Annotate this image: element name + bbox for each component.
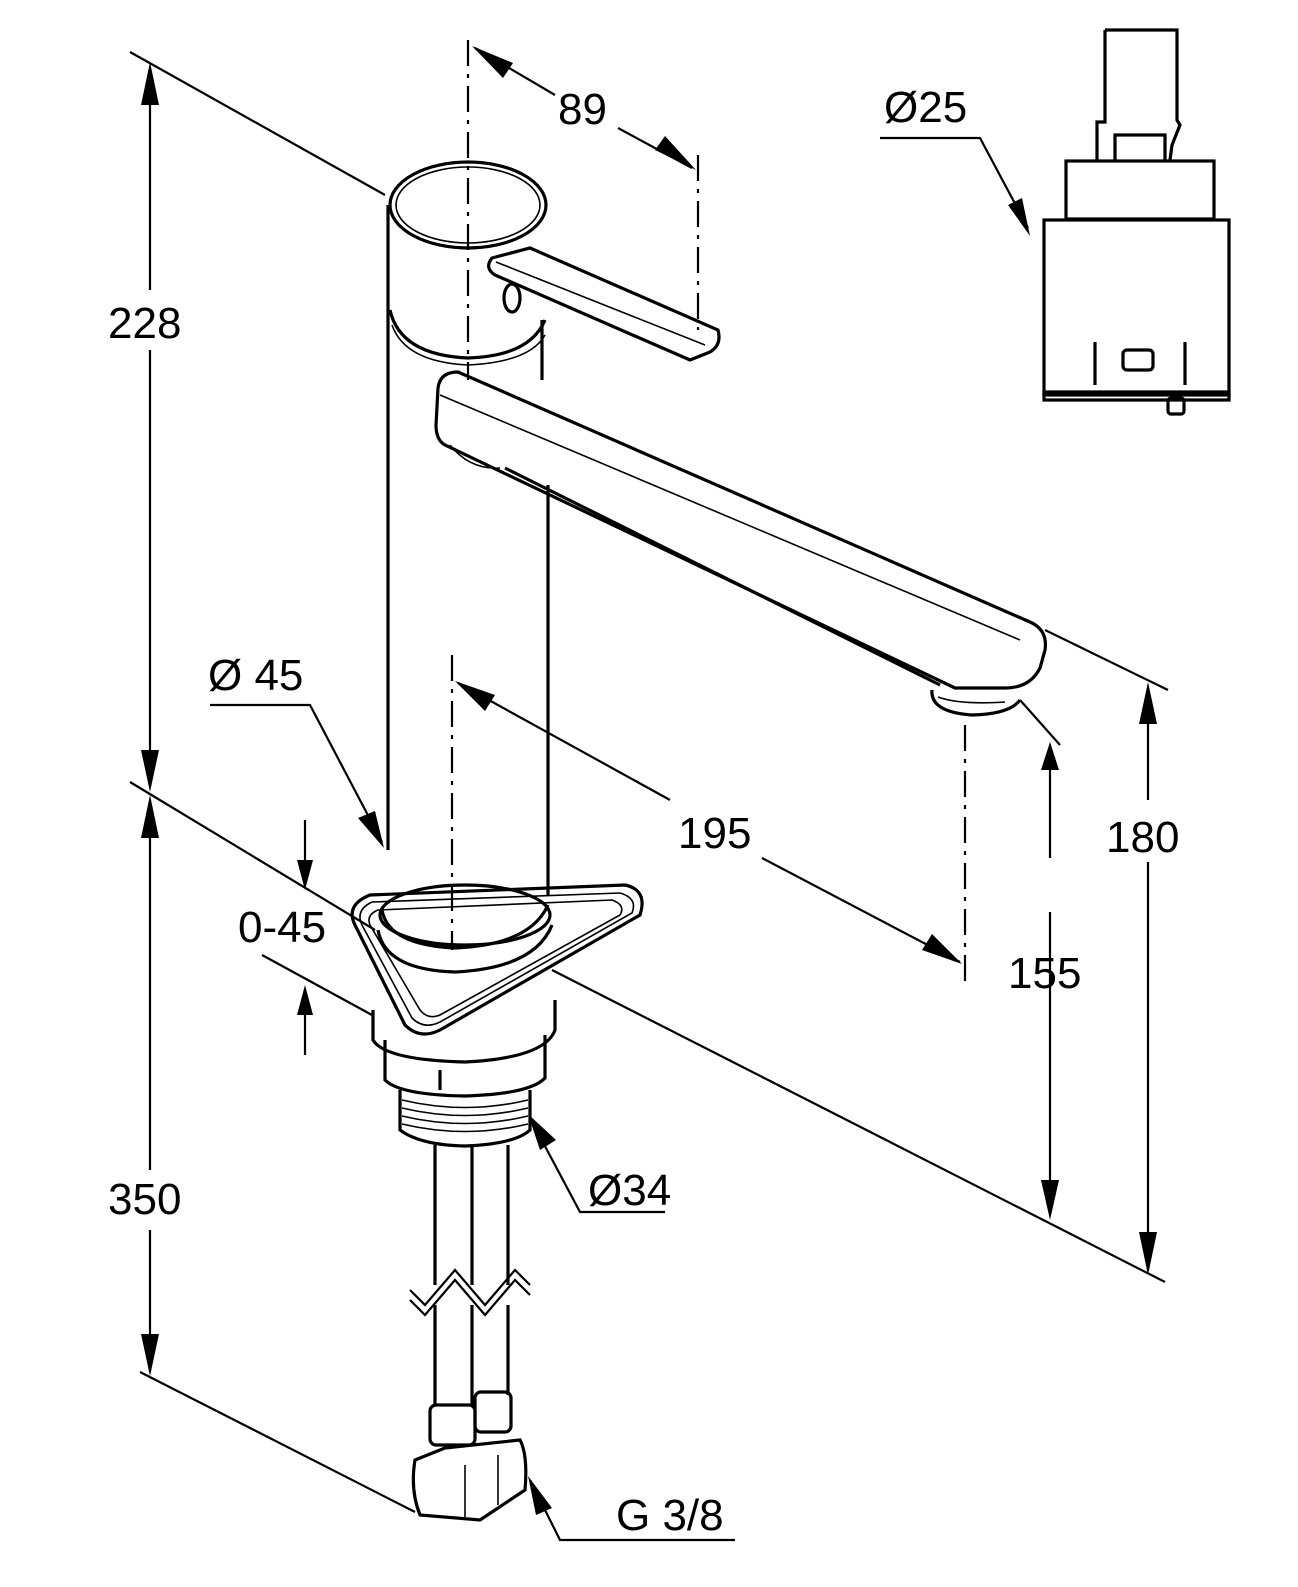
dim-label-195: 195 [678,809,751,858]
dim-label-connection-thread: G 3/8 [616,1491,724,1540]
arrowhead [297,860,313,890]
dim-label-228: 228 [108,299,181,348]
arrowhead [1139,1232,1157,1275]
dimension-195: 195 [450,655,967,985]
arrowhead [922,934,962,964]
base-flange [350,883,644,1148]
dimension-connection-thread: G 3/8 [528,1476,735,1542]
dim-label-350: 350 [108,1175,181,1224]
arrowhead [472,46,513,78]
arrowhead [141,1334,159,1376]
dimension-228: 228 [108,51,386,931]
arrowhead [1041,742,1059,770]
dimension-cartridge-diameter: Ø25 [880,83,1030,236]
outlet-reference-line [1019,699,1061,746]
dimension-180: 180 [1106,682,1179,1275]
dimension-body-diameter: Ø 45 [208,651,384,848]
base-reference-line [551,969,1166,1283]
spout [434,370,1048,717]
arrowhead [1008,198,1030,236]
dim-label-countertop-thickness: 0-45 [238,903,326,952]
lever-handle [487,246,721,362]
dim-label-cartridge-diameter: Ø25 [884,83,967,132]
arrowhead [655,136,696,170]
spout-top-reference-line [1044,629,1169,691]
dim-label-thread-diameter: Ø34 [588,1166,671,1215]
arrowhead [141,62,159,105]
arrowhead [528,1476,552,1515]
dim-label-155: 155 [1008,949,1081,998]
arrowhead [1139,682,1157,724]
arrowhead [141,795,159,838]
supply-hoses [409,1145,531,1522]
cartridge-detail [1042,28,1231,416]
arrowhead [528,1114,556,1150]
arrowhead [455,681,495,711]
arrowhead [141,750,159,792]
dimension-155: 155 [1008,742,1081,1220]
dimension-350: 350 [108,795,416,1513]
dim-label-89: 89 [558,85,607,134]
dimension-countertop-thickness: 0-45 [238,820,373,1055]
dim-label-180: 180 [1106,813,1179,862]
arrowhead [358,811,384,848]
arrowhead [1041,1180,1059,1220]
dim-label-body-diameter: Ø 45 [208,651,303,700]
dimension-89: 89 [466,40,700,380]
arrowhead [297,985,313,1015]
dimension-thread-diameter: Ø34 [528,1114,671,1215]
